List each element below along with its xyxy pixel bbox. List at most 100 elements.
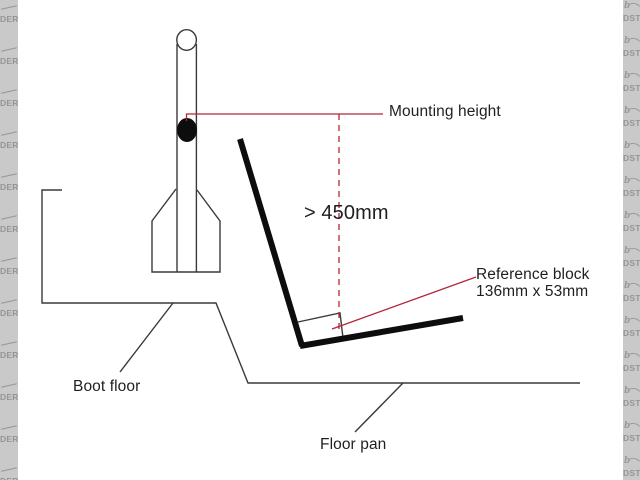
watermark-text: DST	[623, 468, 640, 478]
watermark-text: DERS	[0, 476, 18, 480]
watermark-glyph-text: b	[624, 211, 631, 221]
reference-block-label-line1: Reference block	[476, 266, 590, 283]
watermark-diagonal-line	[1, 383, 17, 388]
annotation-lines	[185, 113, 477, 330]
watermark-logo-glyph: b	[623, 35, 640, 51]
watermark-tile: DERS	[0, 89, 18, 126]
watermark-glyph-text: b	[624, 141, 631, 151]
watermark-glyph-text: b	[624, 281, 631, 291]
min-height-label: > 450mm	[304, 202, 389, 224]
watermark-text: DERS	[0, 98, 18, 108]
floor-pan-label: Floor pan	[320, 436, 387, 453]
watermark-tile: DERS	[0, 47, 18, 84]
watermark-tile: DERS	[0, 425, 18, 462]
watermark-logo-glyph: b	[623, 140, 640, 156]
watermark-text: DERS	[0, 266, 18, 276]
watermark-diagonal-line	[1, 299, 17, 304]
watermark-logo-glyph: b	[623, 175, 640, 191]
watermark-glyph-text: b	[624, 421, 631, 431]
watermark-diagonal-line	[1, 131, 17, 136]
boot-floor-leader-line	[119, 302, 174, 373]
watermark-text: DST	[623, 433, 640, 443]
watermark-diagonal-line	[1, 341, 17, 346]
reference-block-label: Reference block 136mm x 53mm	[476, 266, 590, 300]
watermark-tile: DERS	[0, 383, 18, 420]
watermark-diagonal-line	[1, 257, 17, 262]
mounting-height-leader-line	[185, 113, 383, 121]
watermark-text: DERS	[0, 56, 18, 66]
watermark-tile: DERS	[0, 5, 18, 42]
watermark-diagonal-line	[1, 173, 17, 178]
reference-block-leader-line	[331, 276, 477, 330]
watermark-glyph-text: b	[624, 246, 631, 256]
watermark-tile: DERS	[0, 299, 18, 336]
watermark-text: DST	[623, 13, 640, 23]
watermark-glyph-text: b	[624, 386, 631, 396]
watermark-logo-glyph: b	[623, 280, 640, 296]
watermark-diagonal-line	[1, 89, 17, 94]
watermark-logo-glyph: b	[623, 210, 640, 226]
watermark-text: DST	[623, 293, 640, 303]
watermark-text: DST	[623, 363, 640, 373]
structure-lines	[41, 29, 580, 433]
watermark-text: DERS	[0, 182, 18, 192]
watermark-text: DST	[623, 48, 640, 58]
watermark-text: DST	[623, 83, 640, 93]
watermark-text: DERS	[0, 308, 18, 318]
seat-base-line	[299, 315, 464, 349]
watermark-tile: DERS	[0, 215, 18, 252]
tube-top-ellipse	[176, 29, 198, 52]
reference-block-outline	[297, 312, 344, 339]
watermark-glyph-text: b	[624, 36, 631, 46]
left-watermark-strip: DERS DERS DERS DERS DERS DERS DERS DERS DERS DERS…	[0, 0, 18, 480]
watermark-logo-glyph: b	[623, 315, 640, 331]
watermark-text: DERS	[0, 350, 18, 360]
watermark-logo-glyph: b	[623, 0, 640, 16]
mounting-height-label: Mounting height	[389, 103, 501, 120]
watermark-text: DST	[623, 328, 640, 338]
watermark-logo-glyph: b	[623, 245, 640, 261]
watermark-text: DERS	[0, 14, 18, 24]
watermark-logo-glyph: b	[623, 350, 640, 366]
watermark-text: DERS	[0, 224, 18, 234]
watermark-text: DST	[623, 153, 640, 163]
watermark-text: DERS	[0, 392, 18, 402]
body-floor-profile	[41, 189, 580, 384]
boot-floor-label: Boot floor	[73, 378, 141, 395]
watermark-glyph-text: b	[624, 106, 631, 116]
watermark-tile: DERS	[0, 173, 18, 210]
seat-profile	[237, 138, 464, 349]
seat-back-line	[237, 138, 305, 347]
watermark-glyph-text: b	[624, 176, 631, 186]
reference-block-label-line2: 136mm x 53mm	[476, 283, 589, 300]
watermark-logo-glyph: b	[623, 385, 640, 401]
watermark-logo-glyph: b	[623, 70, 640, 86]
watermark-text: DERS	[0, 140, 18, 150]
watermark-glyph-text: b	[624, 351, 631, 361]
watermark-logo-glyph: b	[623, 105, 640, 121]
watermark-text: DST	[623, 188, 640, 198]
watermark-tile: DERS	[0, 341, 18, 378]
watermark-diagonal-line	[1, 5, 17, 10]
watermark-diagonal-line	[1, 47, 17, 52]
watermark-glyph-text: b	[624, 316, 631, 326]
watermark-logo-glyph: b	[623, 455, 640, 471]
watermark-diagonal-line	[1, 467, 17, 472]
holder-bracket-outline	[151, 188, 221, 273]
